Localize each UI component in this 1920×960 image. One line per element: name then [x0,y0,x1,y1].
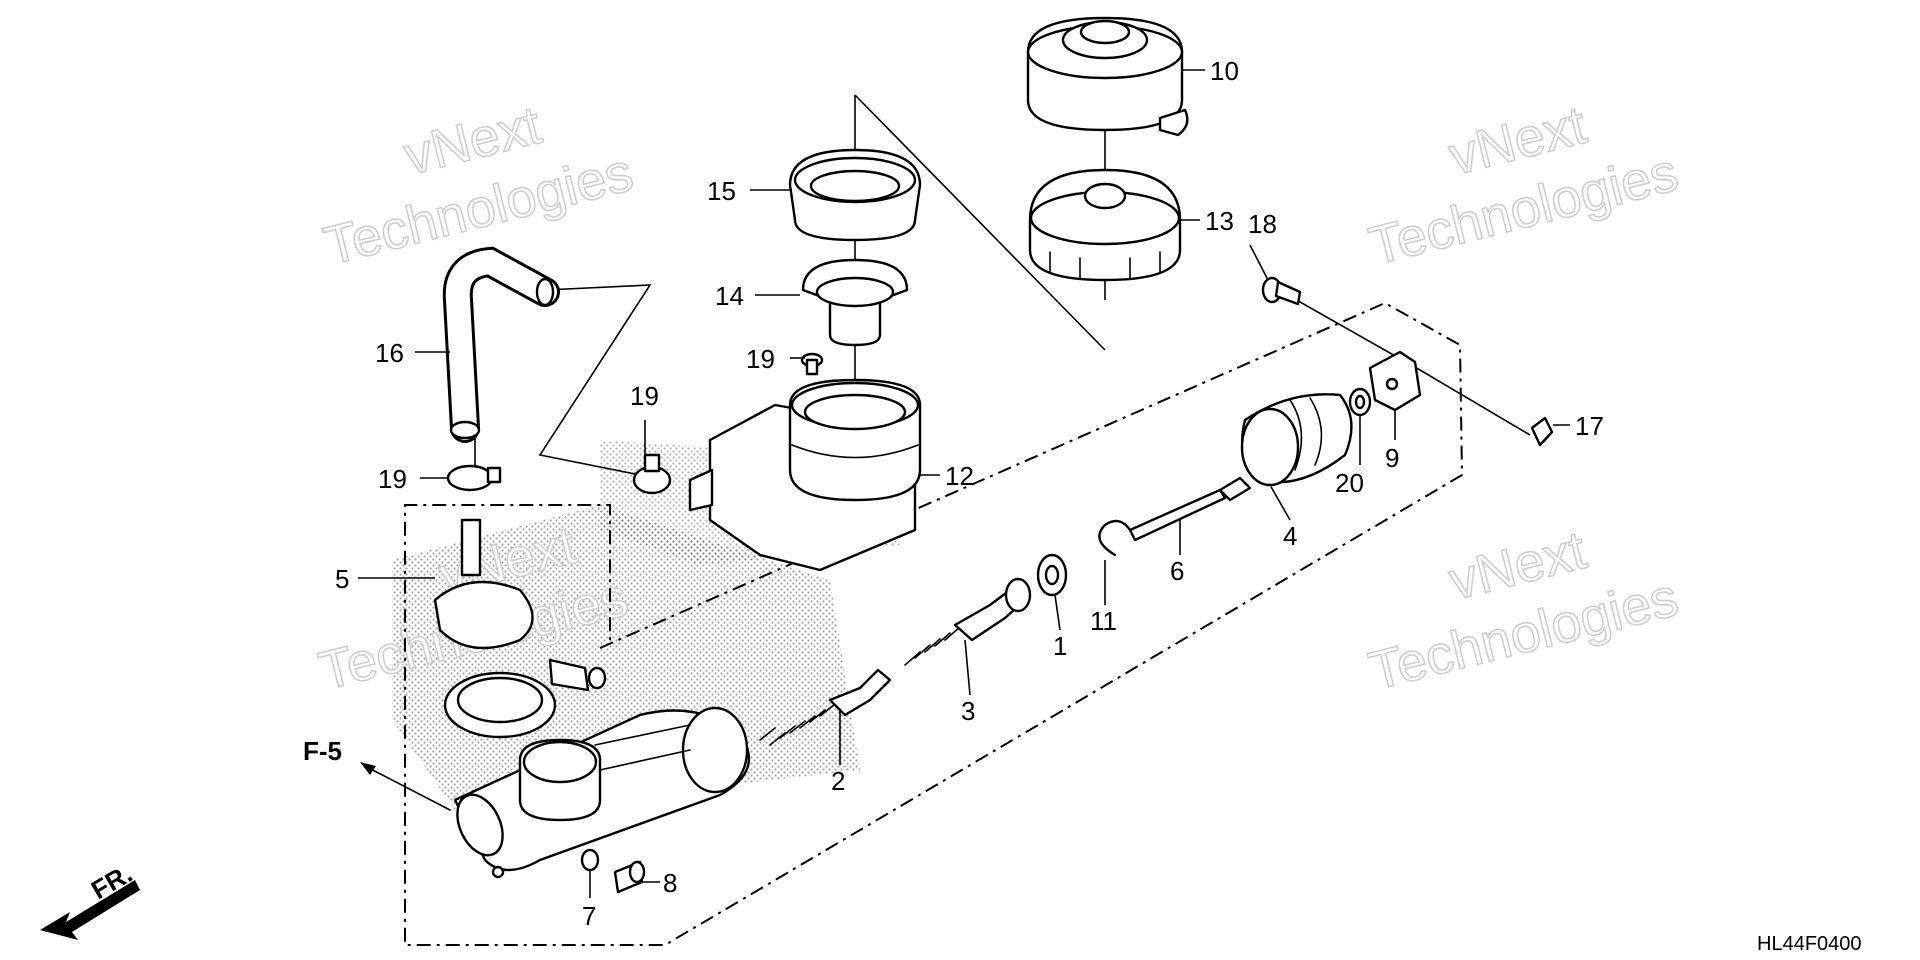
part-14-plate [801,258,909,347]
front-direction-arrow [40,880,140,940]
part-12-reservoir [688,378,922,572]
callout-7: 7 [582,901,596,931]
part-4-boot [1240,393,1353,487]
callout-8: 8 [663,868,677,898]
callout-4: 4 [1283,521,1297,551]
callout-15: 15 [707,176,736,206]
part-11-snap-ring [1098,519,1132,557]
drawing-code: HL44F0400 [1757,933,1862,955]
callout-1: 1 [1053,631,1067,661]
part-13-cap-plate [1028,168,1182,282]
exploded-lines [474,94,1531,480]
part-3-piston-spring [904,577,1032,666]
part-8-bolt [613,860,646,894]
callout-9: 9 [1385,443,1399,473]
reference-arrow-line [364,765,451,811]
callout-2: 2 [831,766,845,796]
part-2-piston-spring [759,668,892,746]
reference-label-f5: F-5 [303,736,342,766]
part-7-seal [580,848,600,872]
part-19-clip-upper [632,453,672,495]
part-6-push-rod [1128,476,1252,542]
part-16-hose [442,246,560,443]
part-20-screw [800,352,824,376]
callout-16: 16 [375,338,404,368]
callout-11: 11 [1090,606,1117,636]
callout-19-lower: 19 [378,464,407,494]
assembly-outline [404,301,1464,946]
callout-leaders [358,69,1570,898]
part-9-clevis [1368,350,1422,412]
callout-17: 17 [1575,411,1604,441]
callout-18: 18 [1248,209,1277,239]
part-15-diaphragm [788,148,922,242]
callout-5: 5 [335,564,349,594]
master-cylinder-body [453,706,750,879]
callout-6: 6 [1170,556,1184,586]
callout-20: 19 [746,344,775,374]
reference-arrow-head [360,762,376,775]
callout-21: 20 [1335,468,1364,498]
callout-13: 13 [1205,206,1234,236]
callout-labels: 10 13 18 15 14 19 12 16 19 19 5 17 9 20 … [335,56,1604,931]
part-19-clip-lower [446,464,502,492]
part-5-hose-fitting [433,518,607,739]
part-17-clip-pin [1530,416,1554,447]
callout-14: 14 [715,281,744,311]
callout-3: 3 [961,696,975,726]
part-21-nut [1348,387,1372,417]
callout-12: 12 [945,461,974,491]
callout-19-upper: 19 [630,381,659,411]
callout-10: 10 [1210,56,1239,86]
part-18-bolt [1261,276,1302,306]
front-label: FR. [86,858,137,905]
part-1-seal [1036,553,1068,597]
part-10-reservoir-cap [1026,16,1189,137]
